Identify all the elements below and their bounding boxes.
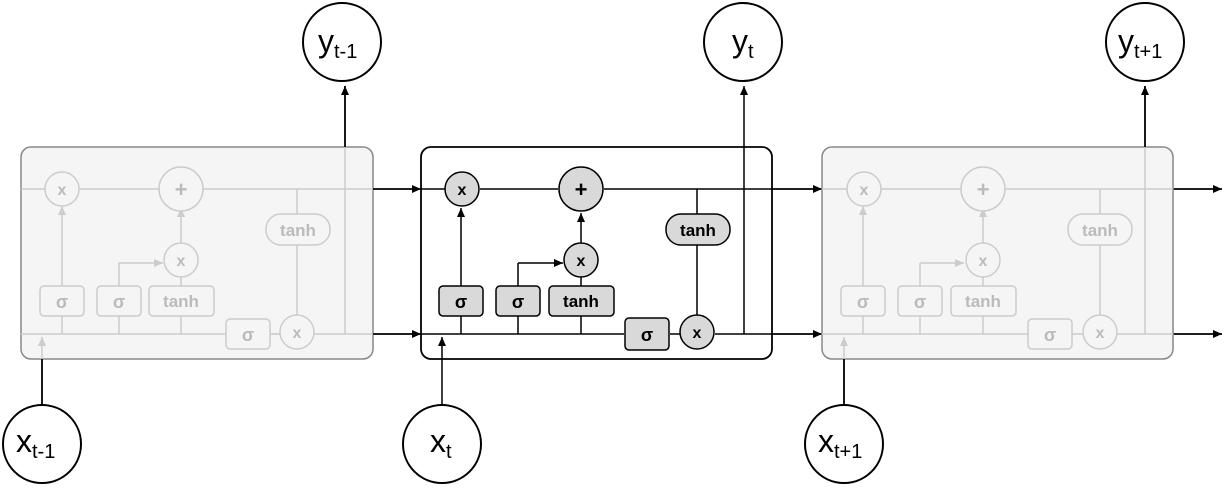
cell-tanh-label: tanh bbox=[680, 221, 716, 240]
input-current-base: x bbox=[430, 423, 446, 459]
prev-forget-multiply-label: x bbox=[58, 182, 67, 199]
forget-multiply-label: x bbox=[458, 182, 467, 199]
input-prev-sub: t-1 bbox=[32, 441, 55, 463]
input-node-next: xt+1 bbox=[804, 404, 884, 484]
output-multiply-label: x bbox=[693, 325, 702, 342]
lstm-cell-current: x + x tanh σ σ tanh σ x bbox=[420, 86, 773, 404]
prev-add-label: + bbox=[175, 177, 188, 202]
next-add-label: + bbox=[977, 177, 990, 202]
input-multiply-label: x bbox=[577, 253, 586, 270]
input-next-sub: t+1 bbox=[834, 441, 862, 463]
next-output-gate-label: σ bbox=[1044, 325, 1056, 345]
output-next-sub: t+1 bbox=[1134, 41, 1162, 63]
svg-text:xt: xt bbox=[430, 423, 452, 463]
next-input-gate-label: σ bbox=[914, 292, 926, 312]
next-input-multiply-label: x bbox=[979, 253, 988, 270]
next-cell-tanh-label: tanh bbox=[1082, 221, 1118, 240]
output-next-base: y bbox=[1118, 23, 1134, 59]
output-prev-sub: t-1 bbox=[334, 41, 357, 63]
input-current-sub: t bbox=[446, 441, 452, 463]
lstm-cell-next: x + x tanh σ σ tanh σ x bbox=[821, 146, 1174, 360]
output-gate-label: σ bbox=[641, 325, 653, 345]
next-forget-multiply-label: x bbox=[860, 182, 869, 199]
prev-cell-tanh-label: tanh bbox=[280, 221, 316, 240]
input-gate-label: σ bbox=[512, 292, 524, 312]
output-current-base: y bbox=[732, 23, 748, 59]
output-node-prev: yt-1 bbox=[302, 2, 382, 82]
output-prev-base: y bbox=[318, 23, 334, 59]
input-node-prev: xt-1 bbox=[2, 404, 82, 484]
prev-forget-gate-label: σ bbox=[56, 292, 68, 312]
prev-output-gate-label: σ bbox=[242, 325, 254, 345]
output-current-sub: t bbox=[748, 41, 754, 63]
next-candidate-label: tanh bbox=[965, 292, 1001, 311]
lstm-cell-prev: x + x tanh σ σ tanh σ x bbox=[20, 146, 374, 360]
forget-gate-label: σ bbox=[455, 292, 467, 312]
input-node-current: xt bbox=[402, 404, 482, 484]
next-forget-gate-label: σ bbox=[857, 292, 869, 312]
input-next-base: x bbox=[818, 423, 834, 459]
svg-text:xt+1: xt+1 bbox=[818, 423, 862, 463]
svg-text:xt-1: xt-1 bbox=[16, 423, 55, 463]
candidate-label: tanh bbox=[563, 292, 599, 311]
add-label: + bbox=[575, 177, 588, 202]
prev-input-multiply-label: x bbox=[177, 253, 186, 270]
input-prev-base: x bbox=[16, 423, 32, 459]
svg-text:yt-1: yt-1 bbox=[318, 23, 357, 63]
next-output-multiply-label: x bbox=[1096, 325, 1105, 342]
prev-output-multiply-label: x bbox=[293, 325, 302, 342]
output-node-next: yt+1 bbox=[1105, 2, 1185, 82]
output-node-current: yt bbox=[703, 2, 783, 82]
prev-input-gate-label: σ bbox=[113, 292, 125, 312]
svg-text:yt: yt bbox=[732, 23, 754, 63]
svg-text:yt+1: yt+1 bbox=[1118, 23, 1162, 63]
prev-candidate-label: tanh bbox=[163, 292, 199, 311]
